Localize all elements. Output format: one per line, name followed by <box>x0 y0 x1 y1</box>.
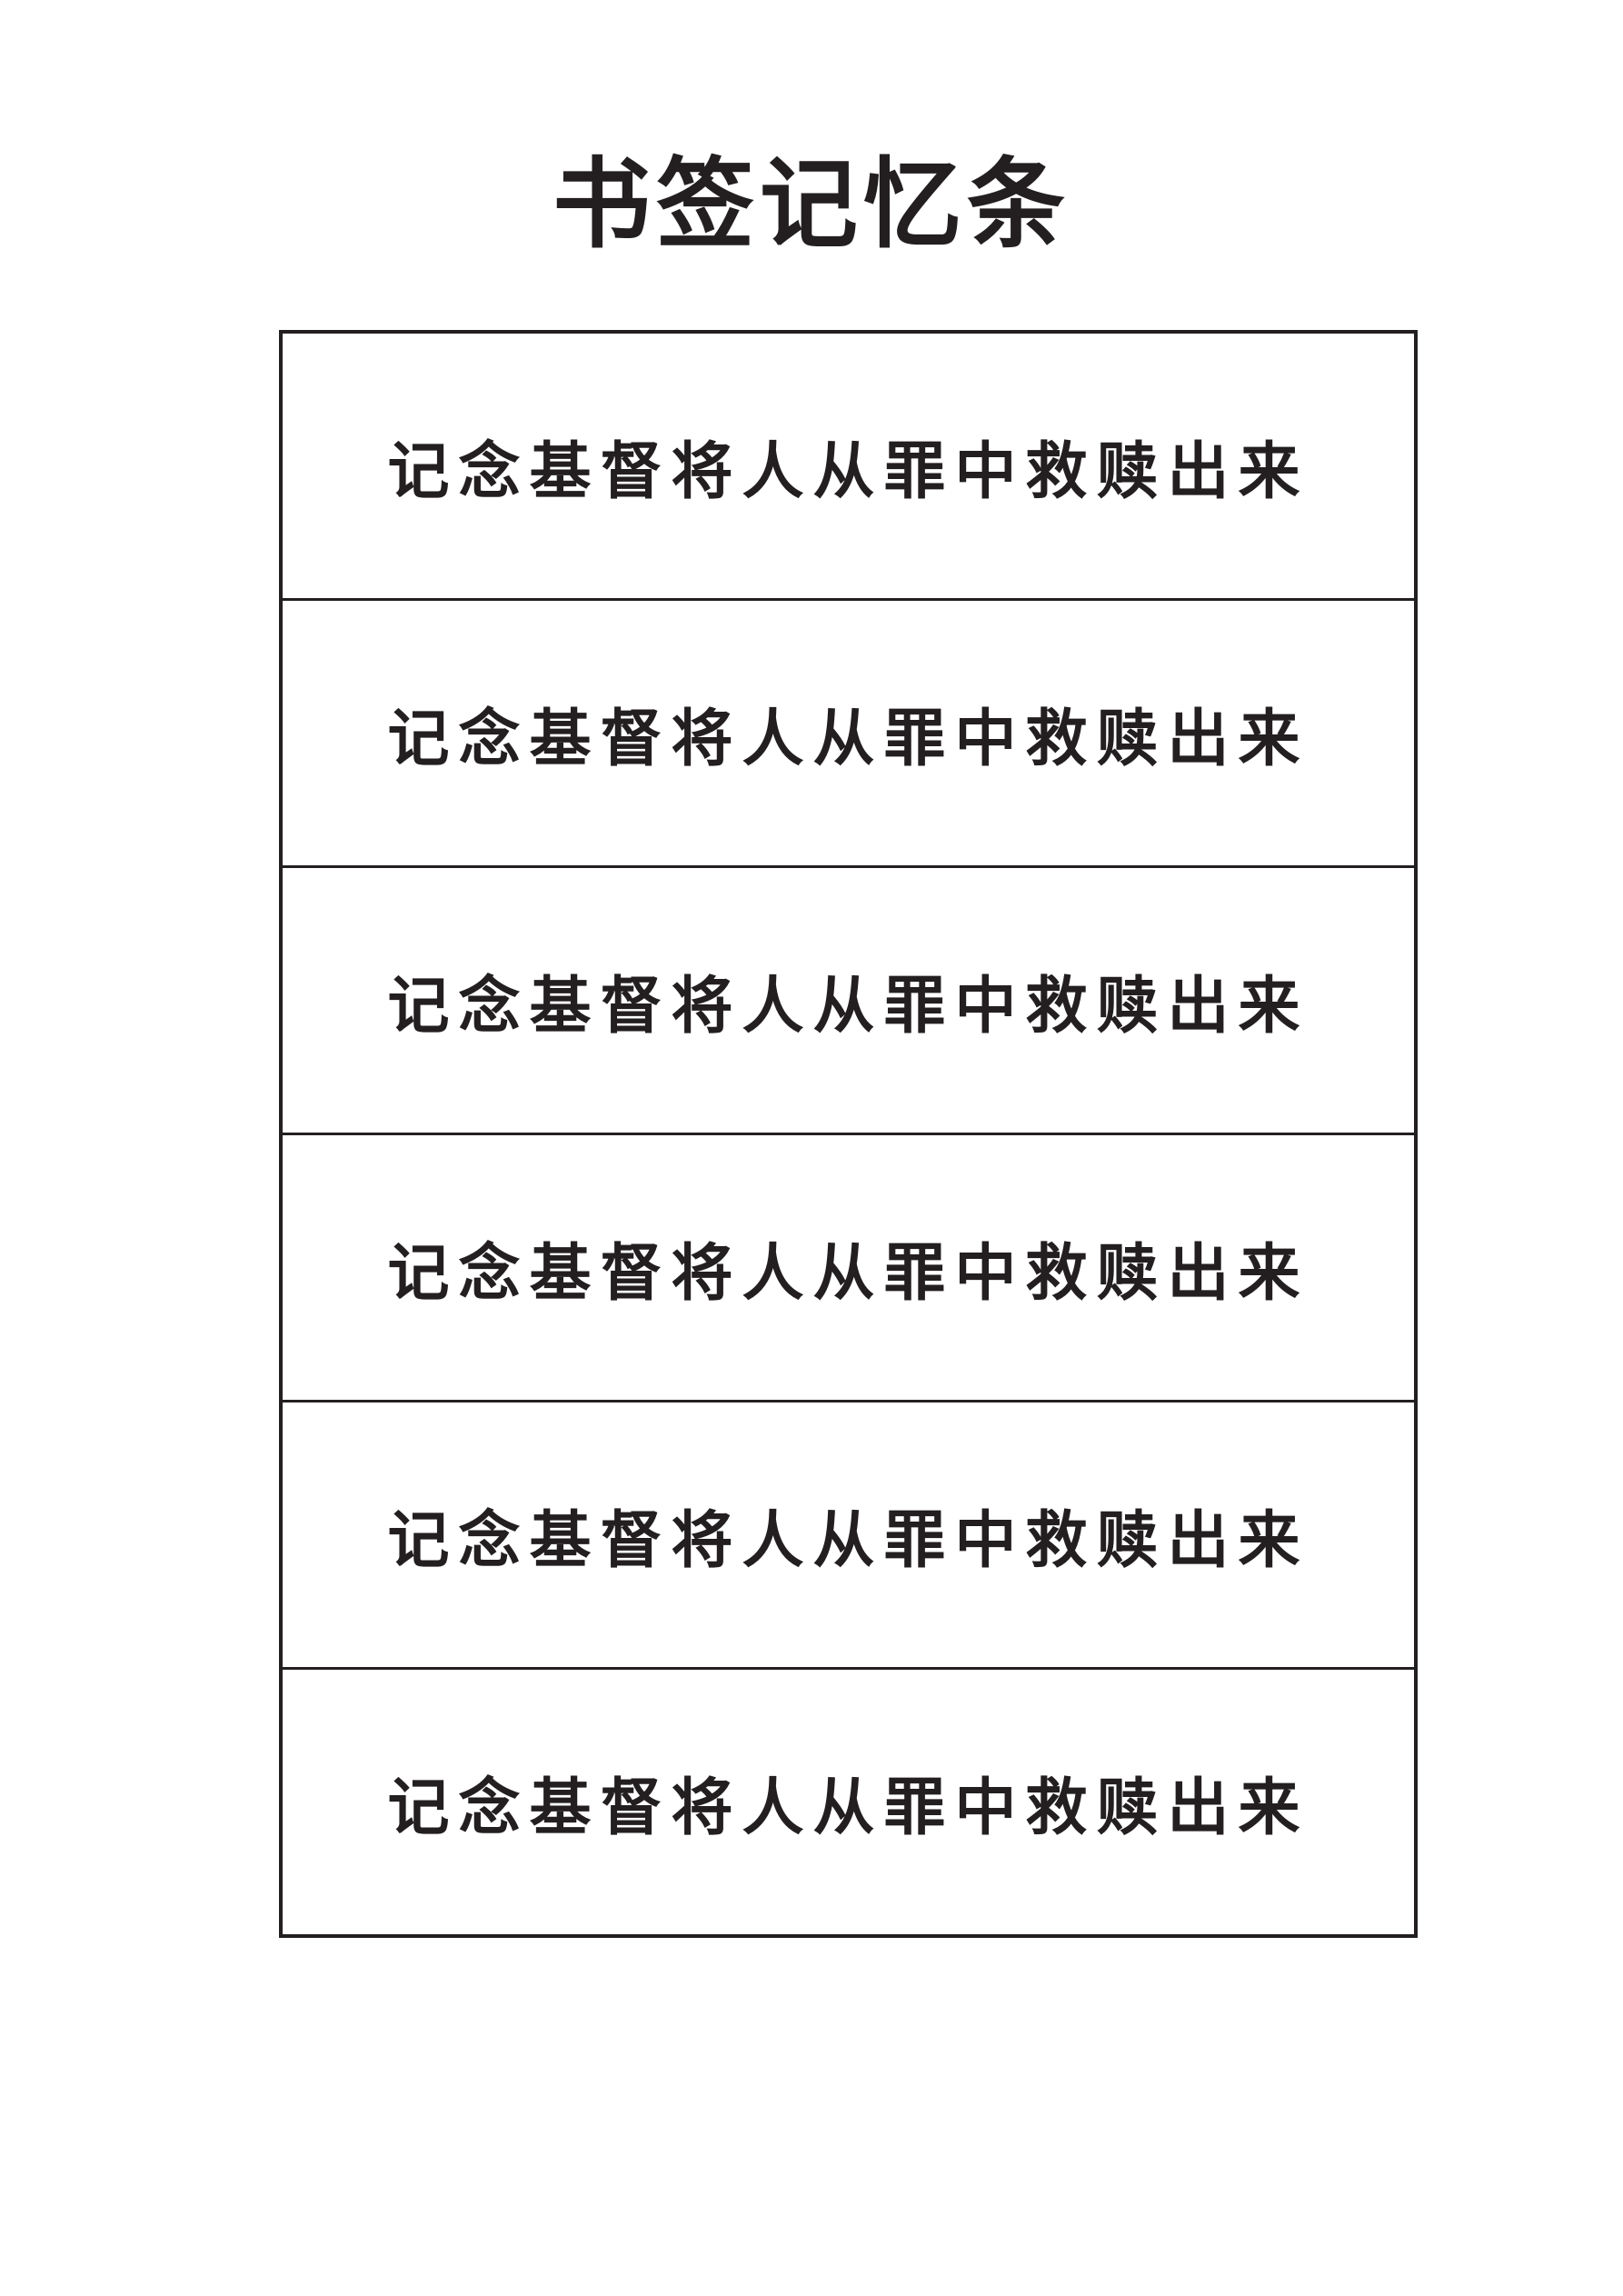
bookmark-strip: 记念基督将人从罪中救赎出来 <box>283 1135 1414 1403</box>
bookmark-strip: 记念基督将人从罪中救赎出来 <box>283 1403 1414 1670</box>
bookmark-strip-text: 记念基督将人从罪中救赎出来 <box>387 1237 1309 1310</box>
bookmark-strip-text: 记念基督将人从罪中救赎出来 <box>387 1504 1309 1577</box>
bookmark-strip-text: 记念基督将人从罪中救赎出来 <box>387 703 1309 775</box>
bookmark-strip-text: 记念基督将人从罪中救赎出来 <box>387 435 1309 508</box>
bookmark-strip: 记念基督将人从罪中救赎出来 <box>283 601 1414 868</box>
bookmark-strip: 记念基督将人从罪中救赎出来 <box>283 868 1414 1135</box>
bookmark-strip: 记念基督将人从罪中救赎出来 <box>283 334 1414 601</box>
bookmark-strip-text: 记念基督将人从罪中救赎出来 <box>387 1772 1309 1844</box>
bookmark-strip-table: 记念基督将人从罪中救赎出来 记念基督将人从罪中救赎出来 记念基督将人从罪中救赎出… <box>279 330 1418 1938</box>
page-title: 书签记忆条 <box>552 147 1070 262</box>
bookmark-strip-text: 记念基督将人从罪中救赎出来 <box>387 970 1309 1043</box>
bookmark-strip: 记念基督将人从罪中救赎出来 <box>283 1670 1414 1934</box>
